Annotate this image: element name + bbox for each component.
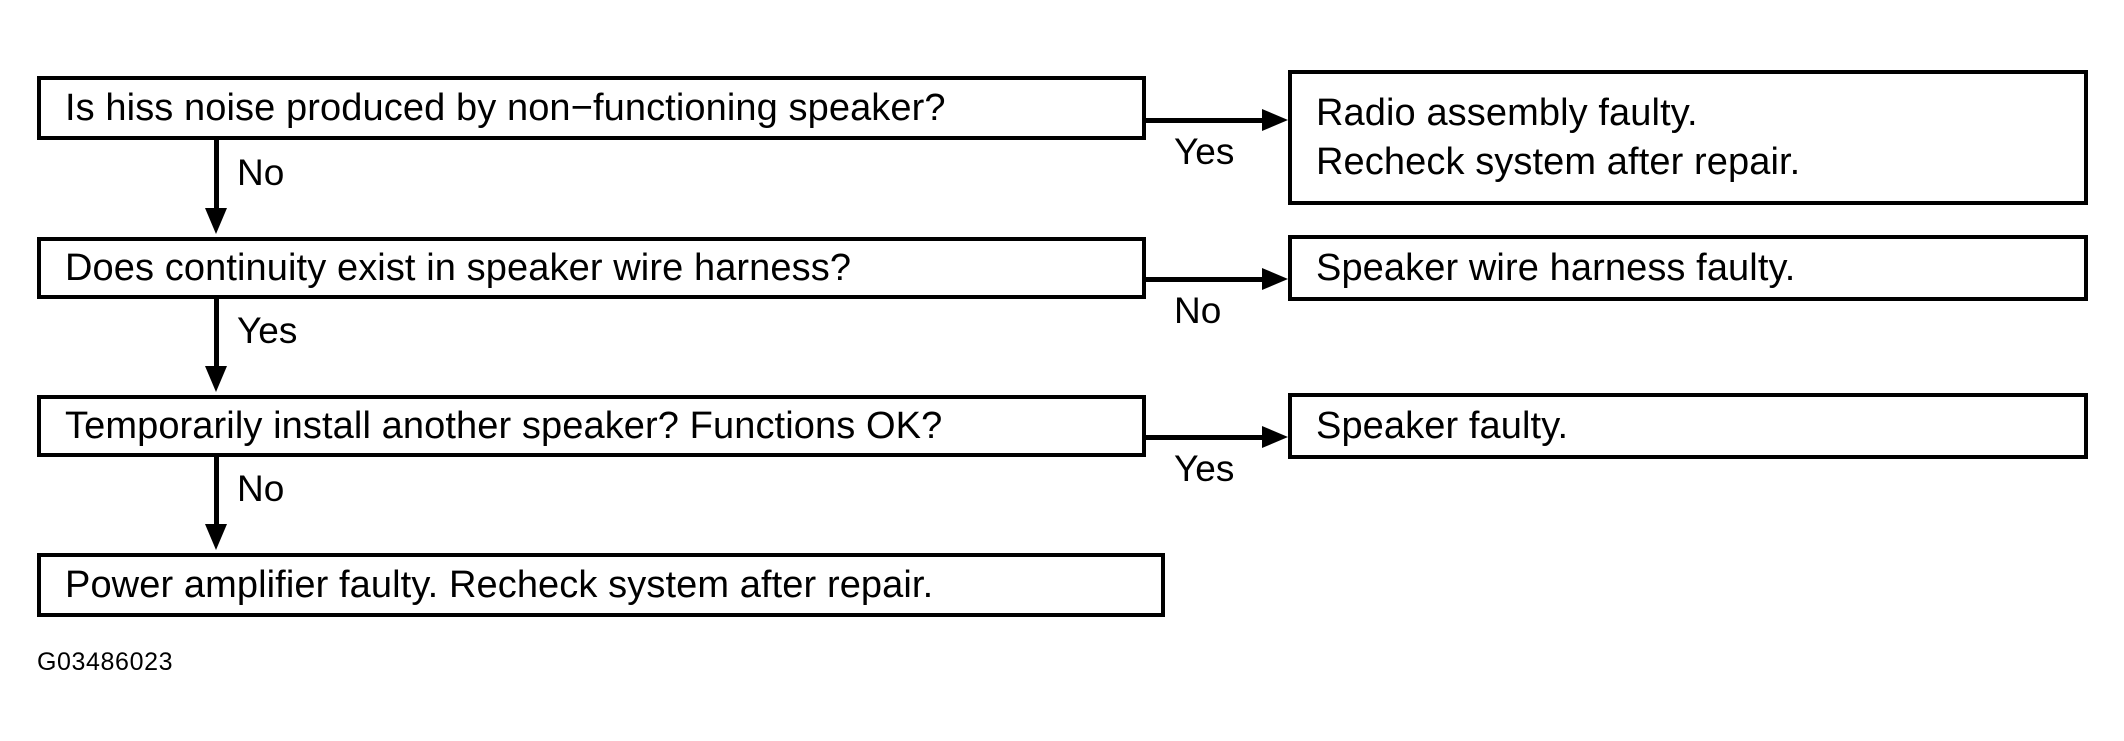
flowchart-box-question-2: Does continuity exist in speaker wire ha… (37, 237, 1146, 299)
result-radio-line-1: Radio assembly faulty. (1316, 91, 1698, 134)
edge-q3-to-amp-arrowhead (205, 524, 227, 550)
question-1-text: Is hiss noise produced by non−functionin… (65, 86, 946, 129)
result-harness-line-1: Speaker wire harness faulty. (1316, 246, 1796, 289)
result-speaker-line-1: Speaker faulty. (1316, 404, 1569, 447)
result-radio-line-2: Recheck system after repair. (1316, 140, 1801, 183)
flowchart-box-result-harness: Speaker wire harness faulty. (1288, 235, 2088, 301)
flowchart-box-question-1: Is hiss noise produced by non−functionin… (37, 76, 1146, 140)
edge-q2-to-harness-arrowhead (1262, 268, 1288, 290)
edge-q1-to-q2-arrowhead (205, 208, 227, 234)
edge-q2-to-harness-line (1146, 277, 1262, 282)
edge-q3-to-amp-line (214, 457, 219, 527)
edge-q1-to-radio-line (1146, 118, 1262, 123)
edge-q1-to-q2-line (214, 140, 219, 212)
edge-label-q1-yes: Yes (1174, 131, 1235, 172)
edge-q3-to-speaker-arrowhead (1262, 426, 1288, 448)
edge-q2-to-q3-arrowhead (205, 366, 227, 392)
edge-label-q2-yes: Yes (237, 310, 298, 351)
edge-q2-to-q3-line (214, 299, 219, 369)
edge-q1-to-radio-arrowhead (1262, 109, 1288, 131)
edge-q3-to-speaker-line (1146, 435, 1262, 440)
edge-label-q2-no: No (1174, 290, 1222, 331)
flowchart-box-result-amplifier: Power amplifier faulty. Recheck system a… (37, 553, 1165, 617)
flowchart-box-question-3: Temporarily install another speaker? Fun… (37, 395, 1146, 457)
flowchart-box-result-speaker: Speaker faulty. (1288, 393, 2088, 459)
question-3-text: Temporarily install another speaker? Fun… (65, 404, 943, 447)
figure-code-label: G03486023 (37, 648, 174, 676)
question-2-text: Does continuity exist in speaker wire ha… (65, 246, 852, 289)
result-amplifier-line-1: Power amplifier faulty. Recheck system a… (65, 563, 934, 606)
edge-label-q1-no: No (237, 152, 285, 193)
edge-label-q3-no: No (237, 468, 285, 509)
edge-label-q3-yes: Yes (1174, 448, 1235, 489)
flowchart-box-result-radio: Radio assembly faulty. Recheck system af… (1288, 70, 2088, 205)
